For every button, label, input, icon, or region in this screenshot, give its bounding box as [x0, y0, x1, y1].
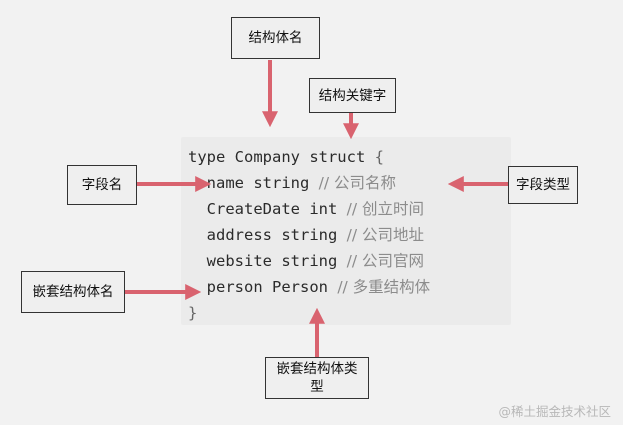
code-close-brace: } — [188, 304, 198, 322]
code-line-createdate: CreateDate int // 创立时间 — [188, 199, 424, 219]
code-comment-createdate: // 创立时间 — [346, 200, 425, 218]
code-struct-decl: type Company struct — [188, 148, 375, 166]
code-line-address: address string // 公司地址 — [188, 225, 424, 245]
label-field-type: 字段类型 — [508, 166, 578, 204]
label-struct-keyword: 结构关键字 — [309, 78, 396, 113]
code-line-struct-header: type Company struct { — [188, 147, 384, 167]
code-comment-name: // 公司名称 — [318, 174, 397, 192]
code-block — [181, 137, 511, 325]
label-field-name: 字段名 — [67, 165, 137, 205]
code-line-name: name string // 公司名称 — [188, 173, 396, 193]
code-line-website: website string // 公司官网 — [188, 251, 424, 271]
code-open-brace: { — [374, 148, 384, 166]
code-field-website: website string — [188, 252, 347, 270]
code-field-name: name string — [188, 174, 319, 192]
label-struct-name: 结构体名 — [231, 17, 320, 59]
code-line-person: person Person // 多重结构体 — [188, 277, 431, 297]
code-comment-person: // 多重结构体 — [337, 278, 431, 296]
code-field-createdate: CreateDate int — [188, 200, 347, 218]
code-field-person: person Person — [188, 278, 338, 296]
code-comment-website: // 公司官网 — [346, 252, 425, 270]
code-line-close: } — [188, 303, 197, 323]
watermark: @稀土掘金技术社区 — [498, 404, 611, 419]
code-comment-address: // 公司地址 — [346, 226, 425, 244]
label-nested-struct-type: 嵌套结构体类型 — [265, 357, 369, 399]
code-field-address: address string — [188, 226, 347, 244]
label-nested-struct-name: 嵌套结构体名 — [21, 271, 125, 313]
